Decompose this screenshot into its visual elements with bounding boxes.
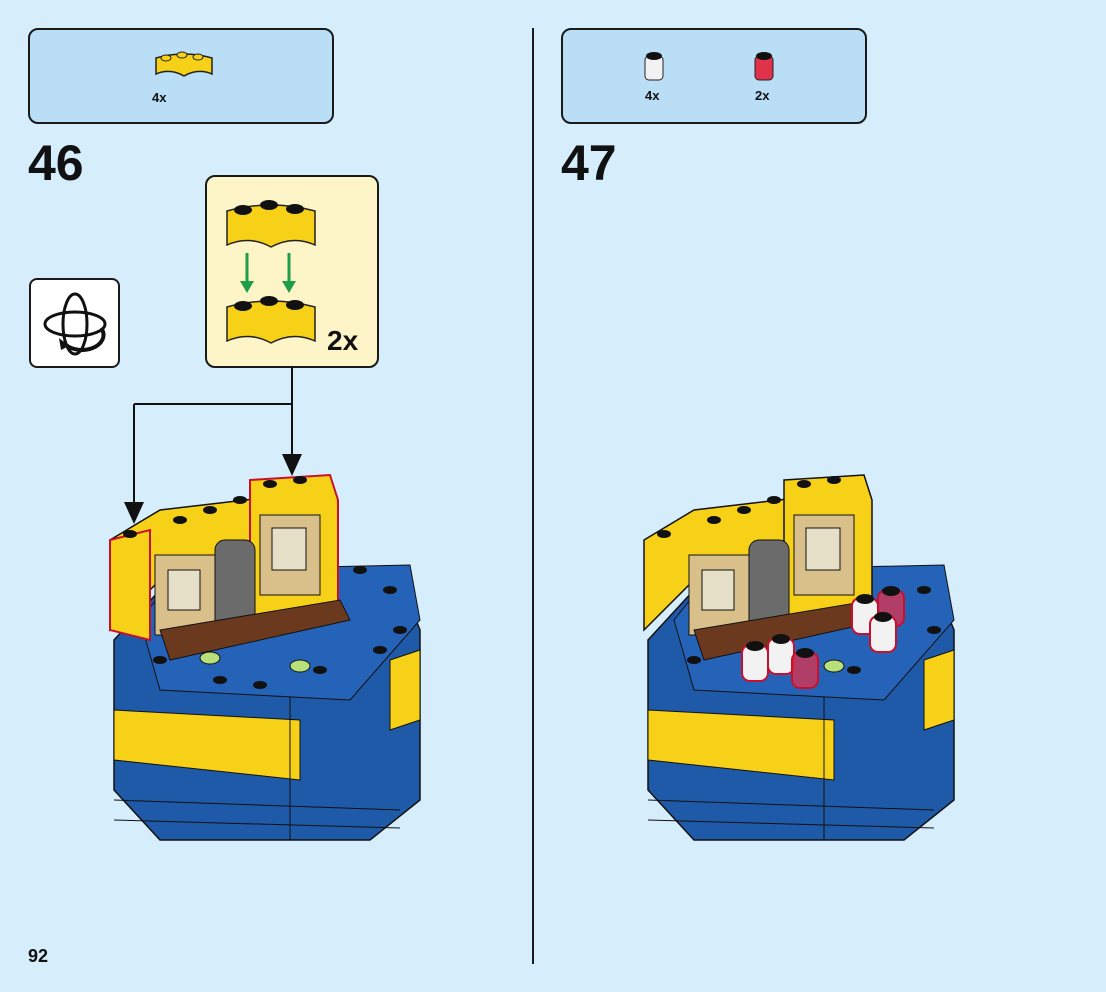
yellow-curved-brick-top-icon [226,200,316,248]
parts-list-step-47: 4x 2x [561,28,867,124]
step-number: 47 [561,135,617,191]
part-qty: 4x [152,90,167,105]
yellow-curved-brick-base-icon [226,296,316,344]
page-divider [532,28,534,964]
page-number: 92 [28,946,49,966]
rotate-model-callout [29,278,120,368]
clear-round-brick-icon [644,52,664,81]
green-arrow-icon [240,253,296,293]
model-illustration-step-46 [109,473,421,841]
parts-list-step-46: 4x [28,28,334,124]
part-qty: 2x [755,88,770,103]
trans-red-round-brick-icon [754,52,774,81]
callout-arrows [124,366,302,524]
model-illustration-step-47 [643,474,955,841]
step-number: 46 [28,135,84,191]
subassembly-qty: 2x [327,325,359,356]
part-qty: 4x [645,88,660,103]
subassembly-callout: 2x [205,175,379,368]
rotate-model-icon [43,292,107,356]
yellow-curved-brick-icon [155,51,213,77]
